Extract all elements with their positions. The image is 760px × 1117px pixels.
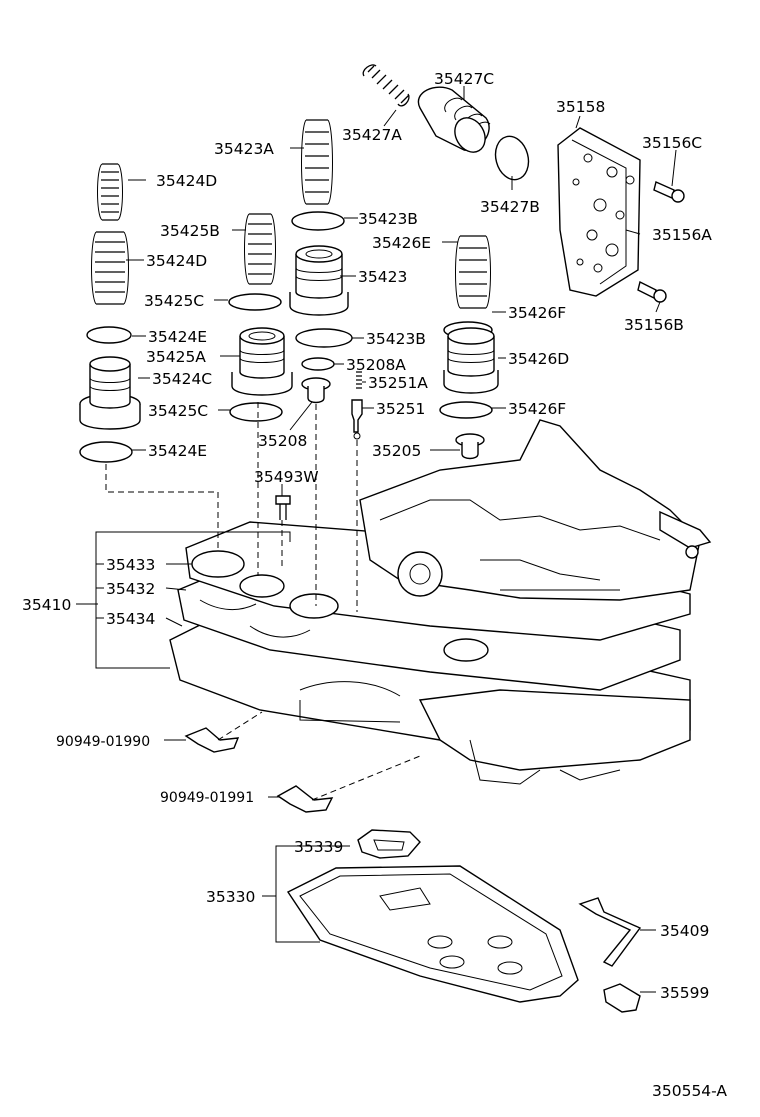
- ring-35424E-upper: [86, 326, 132, 344]
- label-35330: 35330: [206, 888, 255, 906]
- plug-35208: [301, 377, 331, 404]
- ring-35426F-lower: [439, 401, 493, 419]
- plug-35424C: [79, 356, 141, 430]
- gasket-35339: [357, 829, 421, 859]
- spring-35599: [603, 983, 641, 1013]
- label-35339: 35339: [294, 838, 343, 856]
- label-35426E: 35426E: [372, 234, 431, 252]
- ring-35423B-upper: [291, 211, 345, 231]
- label-35432: 35432: [106, 580, 155, 598]
- label-35427A: 35427A: [342, 126, 402, 144]
- label-35158: 35158: [556, 98, 605, 116]
- label-35426F-2: 35426F: [508, 400, 566, 418]
- label-35427C: 35427C: [434, 70, 494, 88]
- valve-35251: [351, 399, 363, 440]
- label-90949-01991: 90949-01991: [160, 790, 254, 806]
- label-35425C-1: 35425C: [144, 292, 204, 310]
- ring-35425C-upper: [228, 293, 282, 311]
- plug-35205: [455, 433, 485, 460]
- label-35426F-1: 35426F: [508, 304, 566, 322]
- strainer-35330: [286, 865, 579, 1003]
- ring-35425C-lower: [229, 402, 283, 422]
- label-35424E-2: 35424E: [148, 442, 207, 460]
- spring-35426E: [455, 235, 491, 309]
- label-35425C-2: 35425C: [148, 402, 208, 420]
- cover-plate-35158: [557, 127, 641, 297]
- label-35599: 35599: [660, 984, 709, 1002]
- bolt-35156C: [653, 181, 685, 203]
- label-35208A: 35208A: [346, 356, 406, 374]
- upper-valve-body: [359, 419, 712, 601]
- label-35433: 35433: [106, 556, 155, 574]
- spring-plate-35409: [578, 897, 642, 967]
- spring-35423A: [301, 119, 333, 205]
- leader-lines: [76, 86, 677, 993]
- label-35251: 35251: [376, 400, 425, 418]
- clip-90949-01991: [276, 785, 334, 813]
- cover-35427B: [494, 135, 530, 181]
- clip-90949-01990: [184, 727, 240, 753]
- label-35423: 35423: [358, 268, 407, 286]
- label-35409: 35409: [660, 922, 709, 940]
- label-35424D-2: 35424D: [146, 252, 207, 270]
- label-35425B: 35425B: [160, 222, 220, 240]
- ring-35423B-lower: [295, 328, 353, 348]
- label-35424D-1: 35424D: [156, 172, 217, 190]
- plug-35423: [289, 245, 349, 316]
- figure-id: 350554-A: [652, 1082, 727, 1100]
- label-35423B-2: 35423B: [366, 330, 426, 348]
- label-35208: 35208: [258, 432, 307, 450]
- label-35156C: 35156C: [642, 134, 702, 152]
- label-35424E-1: 35424E: [148, 328, 207, 346]
- valve-35427C: [417, 86, 491, 153]
- label-35423B-1: 35423B: [358, 210, 418, 228]
- bolt-35493W: [275, 495, 291, 520]
- label-35156B: 35156B: [624, 316, 684, 334]
- lower-valve-body: [299, 681, 691, 785]
- plug-35425A: [231, 327, 293, 396]
- pin-35251A: [356, 371, 362, 389]
- label-35251A: 35251A: [368, 374, 428, 392]
- label-35493W: 35493W: [254, 468, 319, 486]
- spring-35425B: [244, 213, 276, 285]
- ring-35208A: [301, 357, 335, 371]
- label-35156A: 35156A: [652, 226, 712, 244]
- plug-35426D: [443, 327, 499, 394]
- label-35425A: 35425A: [146, 348, 206, 366]
- label-35426D: 35426D: [508, 350, 569, 368]
- spring-35424D-small: [97, 163, 123, 221]
- label-35427B: 35427B: [480, 198, 540, 216]
- label-35410: 35410: [22, 596, 71, 614]
- label-35205: 35205: [372, 442, 421, 460]
- spring-35427A: [362, 64, 410, 107]
- label-90949-01990: 90949-01990: [56, 734, 150, 750]
- label-35424C: 35424C: [152, 370, 212, 388]
- spring-35424D-large: [91, 231, 129, 305]
- label-35423A: 35423A: [214, 140, 274, 158]
- ring-35424E-lower: [79, 441, 133, 463]
- label-35434: 35434: [106, 610, 155, 628]
- bolt-35156B: [637, 280, 667, 303]
